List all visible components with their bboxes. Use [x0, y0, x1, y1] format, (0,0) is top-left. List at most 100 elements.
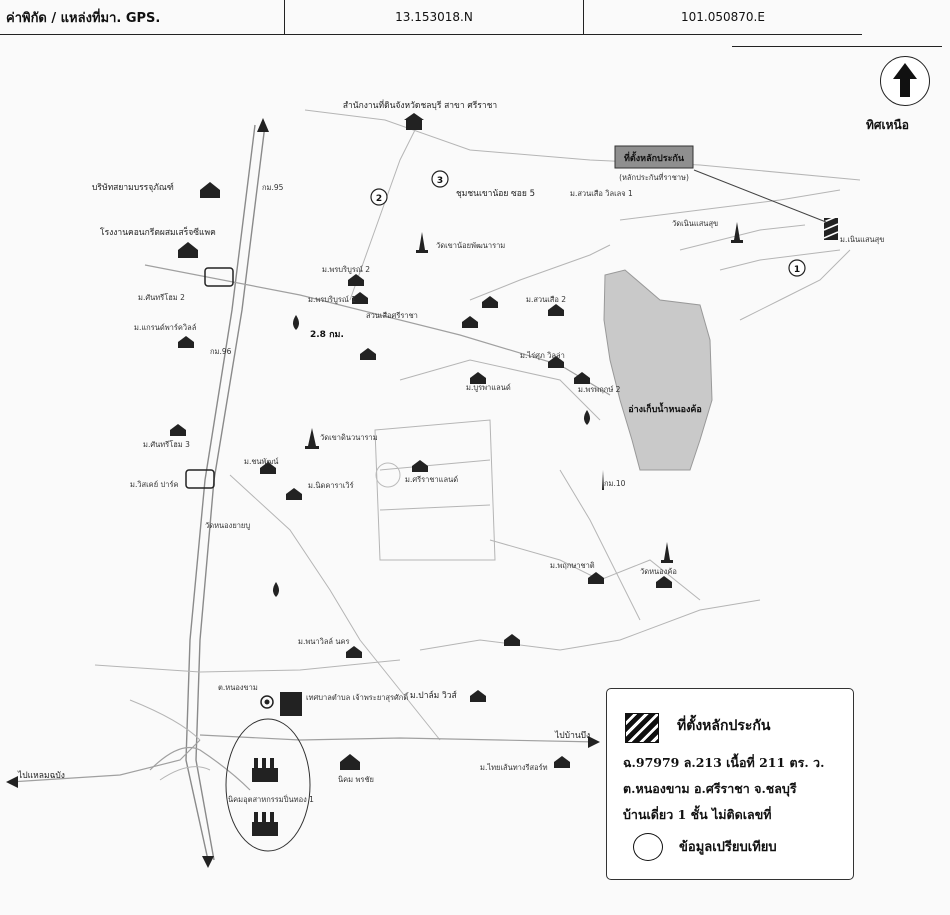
road-to-laemchabang [9, 739, 201, 783]
collateral-hatch-icon [625, 713, 659, 743]
legend-deed: ฉ.97979 ล.213 เนื้อที่ 211 ตร. ว. [623, 755, 825, 770]
comparison-marker-2-label: 2 [376, 194, 382, 204]
house-icon [260, 462, 276, 474]
gas-station-icon [260, 695, 274, 709]
house-icon [504, 634, 520, 646]
place-label: ม.ชนพัฒน์ [244, 457, 278, 466]
place-label: กม.96 [210, 347, 232, 356]
gps-latitude: 13.153018.N [285, 0, 584, 34]
interchange-ramp [129, 699, 201, 741]
temple-icon [416, 232, 428, 253]
place-label: ม.นิดคาราเวิร์ [308, 481, 354, 490]
house-icon [346, 646, 362, 658]
house-icon [574, 372, 590, 384]
place-label: ต.หนองขาม [218, 683, 258, 692]
place-label: ม.พรพฤกษ์ 2 [578, 385, 621, 394]
place-label: กม.10 [604, 479, 626, 488]
house-icon [348, 274, 364, 286]
house-icon [286, 488, 302, 500]
road-to-banbueng [199, 734, 599, 743]
temple-icon [731, 222, 743, 243]
plots-grid [374, 419, 496, 561]
road-tiger-2 [469, 244, 611, 301]
place-label: นิคมอุตสาหกรรมปิ่นทอง 1 [228, 794, 314, 804]
comparison-marker-3 [431, 170, 449, 188]
temple-icon [305, 428, 319, 449]
arrow-right-icon [588, 736, 600, 748]
road-nern-4 [739, 249, 851, 321]
place-label: ม.ไทยเส้นทางรีสอร์ท [480, 763, 548, 772]
to-banbueng-label: ไปบ้านบึง [554, 730, 590, 741]
place-label: วัดเขาดินวนาราม [320, 433, 378, 442]
gas-station-icon [273, 582, 279, 597]
place-label: ม.พฤกษาชาติ [550, 561, 595, 570]
road-north [304, 109, 861, 181]
place-label: ม.สวนเสือ 2 [526, 295, 566, 304]
house-icon [352, 292, 368, 304]
road-nern-2 [679, 224, 806, 251]
place-label: ม.ศันทรีโฮม 2 [138, 293, 185, 302]
place-label: เทศบาลตำบล เจ้าพระยาสุรศักดิ์ [306, 692, 410, 702]
house-icon [482, 296, 498, 308]
house-icon [462, 316, 478, 328]
house-icon [548, 356, 564, 368]
gps-coordinate-table: ค่าพิกัด / แหล่งที่มา. GPS. 13.153018.N … [0, 0, 862, 35]
comparison-marker-2 [370, 188, 388, 206]
house-icon [200, 182, 220, 198]
place-label: ม.พนาวิลล์ นคร [298, 637, 350, 646]
divider [732, 46, 942, 47]
place-label: กม.95 [262, 183, 284, 192]
road-nern-3 [719, 249, 841, 271]
place-label: วัดหนองยายบู [205, 521, 250, 530]
place-label: บริษัทสยามบรรจุภัณฑ์ [92, 182, 174, 193]
house-icon [656, 576, 672, 588]
road-tiger [349, 119, 421, 301]
legend-address: ต.หนองขาม อ.ศรีราชา จ.ชลบุรี [623, 781, 797, 796]
collateral-marker [824, 218, 838, 240]
reservoir-label: อ่างเก็บน้ำหนองค้อ [628, 402, 702, 415]
road-nongyai [229, 474, 441, 741]
tower-icon [602, 470, 604, 490]
industrial-estate-outline [225, 718, 311, 852]
factory-icon [252, 758, 278, 782]
north-label: ทิศเหนือ [866, 118, 909, 132]
comparison-marker-3-label: 3 [437, 176, 443, 186]
place-label: ม.บูรพาแลนด์ [466, 383, 511, 392]
place-label: ม.พรบริบูรณ์ 1 [308, 295, 356, 304]
land-office-icon [404, 113, 424, 130]
highway-road-lane [195, 124, 266, 861]
gps-longitude: 101.050870.E [681, 10, 765, 24]
arrow-left-icon [6, 776, 18, 788]
place-label: ม.แกรนด์พาร์ควิลล์ [134, 323, 196, 332]
to-laemchabang-label: ไปแหลมฉบัง [17, 770, 65, 781]
place-label: วัดเขาน้อยพัฒนาราม [436, 241, 505, 250]
house-icon [470, 690, 486, 702]
gas-station-icon [293, 315, 299, 330]
interchange-loop-2 [159, 766, 211, 781]
gas-station-icon [584, 410, 590, 425]
road-nongkham [94, 659, 401, 673]
bridge-icon [204, 267, 234, 287]
collateral-label: ที่ตั้งหลักประกัน [624, 151, 685, 164]
interchange-loop [149, 746, 251, 791]
house-icon [412, 460, 428, 472]
legend-box: ที่ตั้งหลักประกัน ฉ.97979 ล.213 เนื้อที่… [606, 688, 854, 880]
comparison-marker-1 [788, 259, 806, 277]
road-nern [619, 189, 841, 221]
arrow-down-icon [202, 856, 214, 868]
roundabout [375, 462, 401, 488]
house-icon [340, 754, 360, 770]
house-icon [360, 348, 376, 360]
legend-building: บ้านเดี่ยว 1 ชั้น ไม่ติดเลขที่ [623, 807, 772, 822]
legend-compare: ข้อมูลเปรียบเทียบ [679, 840, 777, 855]
gps-label: ค่าพิกัด / แหล่งที่มา. GPS. [0, 0, 286, 34]
house-icon [280, 692, 302, 716]
comparison-circle-icon [633, 833, 663, 861]
house-icon [548, 304, 564, 316]
road-mid [399, 359, 601, 421]
collateral-sub-label: (หลักประกันที่ราชาษ) [619, 172, 689, 182]
place-label: ม.ศันทรีโฮม 3 [143, 440, 190, 449]
collateral-pointer [693, 169, 827, 223]
road-south [419, 599, 761, 651]
